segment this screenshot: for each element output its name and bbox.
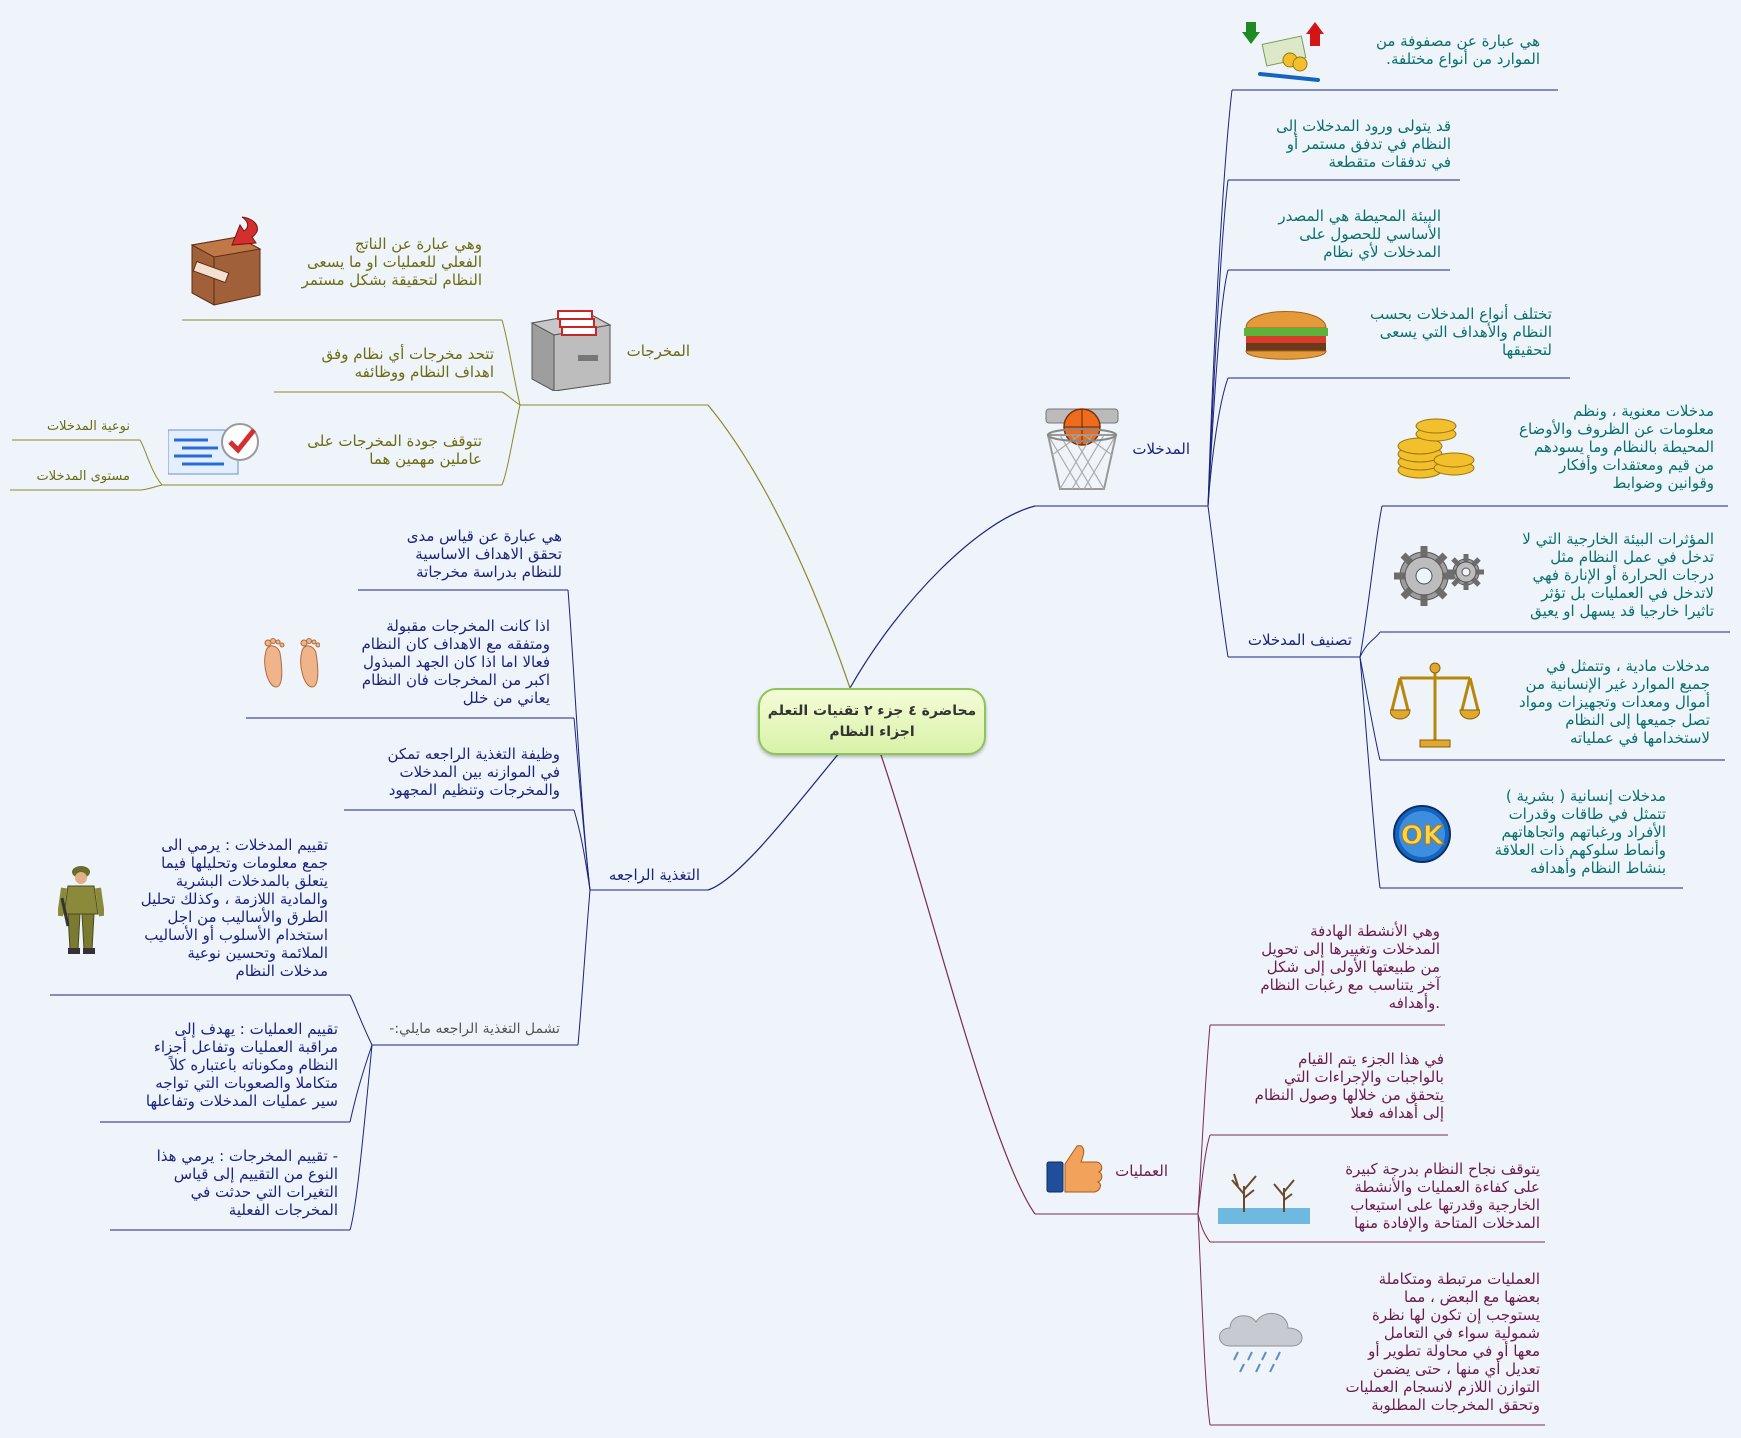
ok-icon: OK: [1393, 805, 1451, 863]
branch-outputs-label[interactable]: المخرجات: [626, 342, 690, 360]
central-topic-line2: اجزاء النظام: [829, 723, 915, 740]
svg-text:OK: OK: [1401, 821, 1444, 851]
cloud-icon: [1219, 1313, 1303, 1373]
coins-icon: [1397, 418, 1475, 479]
branch-inputs-label[interactable]: المدخلات: [1132, 440, 1190, 458]
branch-processes-label[interactable]: العمليات: [1115, 1162, 1168, 1180]
classification-item-4: مدخلات إنسانية ( بشرية )تتمثل في طاقات و…: [1494, 787, 1666, 877]
feedback-includes-label[interactable]: تشمل التغذية الراجعه مايلي:-: [389, 1021, 560, 1037]
branch-input-classification-label[interactable]: تصنيف المدخلات: [1247, 631, 1352, 649]
checklist-icon: [168, 423, 259, 475]
trees-icon: [1218, 1173, 1310, 1224]
hamburger-icon: [1244, 311, 1328, 360]
central-topic-line1: محاضرة ٤ جزء ٢ تقنيات التعلم: [767, 702, 977, 719]
branch-feedback-label[interactable]: التغذية الراجعه: [608, 866, 700, 884]
gears-icon: [1394, 546, 1484, 606]
output-factor-1: نوعية المدخلات: [46, 419, 130, 434]
import-box-icon: [190, 216, 262, 306]
money-icon: [1242, 22, 1324, 82]
output-factor-2: مستوى المدخلات: [36, 469, 130, 484]
soldier-icon: [58, 866, 104, 954]
scales-icon: [1390, 662, 1480, 748]
footprints-icon: [264, 638, 320, 688]
central-topic[interactable]: محاضرة ٤ جزء ٢ تقنيات التعلم اجزاء النظا…: [758, 688, 986, 755]
thumbs-up-icon: [1046, 1145, 1103, 1193]
basketball-hoop-icon: [1045, 408, 1119, 490]
file-cabinet-icon: [530, 310, 612, 391]
